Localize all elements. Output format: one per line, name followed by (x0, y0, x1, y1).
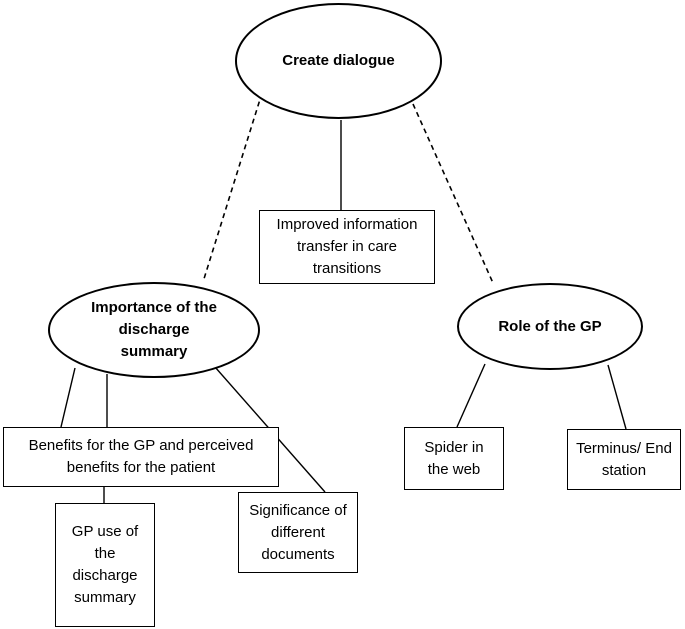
node-importance-label: Importance of the discharge summary (91, 299, 217, 360)
node-terminus-label: Terminus/ End station (576, 439, 672, 479)
node-benefits-label: Benefits for the GP and perceived benefi… (28, 437, 254, 476)
node-significance: Significance of different documents (238, 492, 358, 573)
node-gp-use: GP use of the discharge summary (55, 503, 155, 627)
node-create-dialogue: Create dialogue (235, 3, 442, 119)
node-benefits: Benefits for the GP and perceived benefi… (3, 427, 279, 487)
connector-role-to-spider (456, 363, 486, 428)
node-importance: Importance of the discharge summary (48, 282, 260, 378)
node-spider-label: Spider in the web (424, 438, 484, 478)
node-gp-use-label: GP use of the discharge summary (71, 523, 139, 606)
node-improved-information: Improved information transfer in care tr… (259, 210, 435, 284)
node-improved-information-label: Improved information transfer in care tr… (276, 216, 418, 277)
node-role-of-gp-label: Role of the GP (498, 317, 602, 335)
connector-role-to-terminus (607, 364, 627, 430)
node-terminus: Terminus/ End station (567, 429, 681, 490)
node-significance-label: Significance of different documents (249, 501, 347, 563)
node-create-dialogue-label: Create dialogue (282, 52, 395, 69)
node-spider: Spider in the web (404, 427, 504, 490)
connector-create-to-role (412, 103, 494, 284)
connector-create-to-importance (202, 92, 263, 283)
node-role-of-gp: Role of the GP (457, 283, 643, 370)
connector-importance-to-benefits-a (60, 367, 76, 428)
